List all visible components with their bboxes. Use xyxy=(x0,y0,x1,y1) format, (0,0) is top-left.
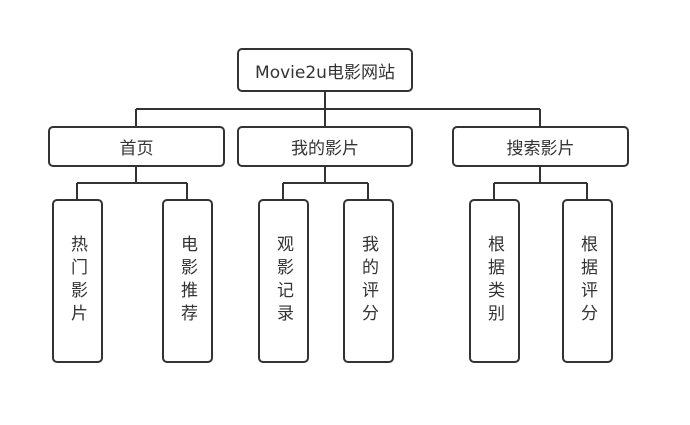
section-home: 首页 xyxy=(48,126,225,167)
section-search: 搜索影片 xyxy=(452,126,629,167)
leaf-by-rating: 根据评分 xyxy=(562,199,613,363)
leaf-hot-movies: 热门影片 xyxy=(52,199,103,363)
leaf-by-category: 根据类别 xyxy=(469,199,520,363)
leaf-label: 电影推荐 xyxy=(177,235,197,327)
root-node: Movie2u电影网站 xyxy=(237,48,413,92)
section-label: 搜索影片 xyxy=(506,139,575,159)
leaf-label: 观影记录 xyxy=(273,235,293,327)
section-label: 首页 xyxy=(119,139,154,159)
section-my-movies: 我的影片 xyxy=(237,126,413,167)
leaf-watch-history: 观影记录 xyxy=(258,199,309,363)
leaf-recommend: 电影推荐 xyxy=(162,199,213,363)
section-label: 我的影片 xyxy=(291,139,359,159)
leaf-label: 根据类别 xyxy=(484,235,504,327)
leaf-label: 我的评分 xyxy=(358,235,378,327)
leaf-my-ratings: 我的评分 xyxy=(343,199,394,363)
root-label: Movie2u电影网站 xyxy=(255,62,395,83)
leaf-label: 热门影片 xyxy=(67,235,87,327)
leaf-label: 根据评分 xyxy=(577,235,597,327)
